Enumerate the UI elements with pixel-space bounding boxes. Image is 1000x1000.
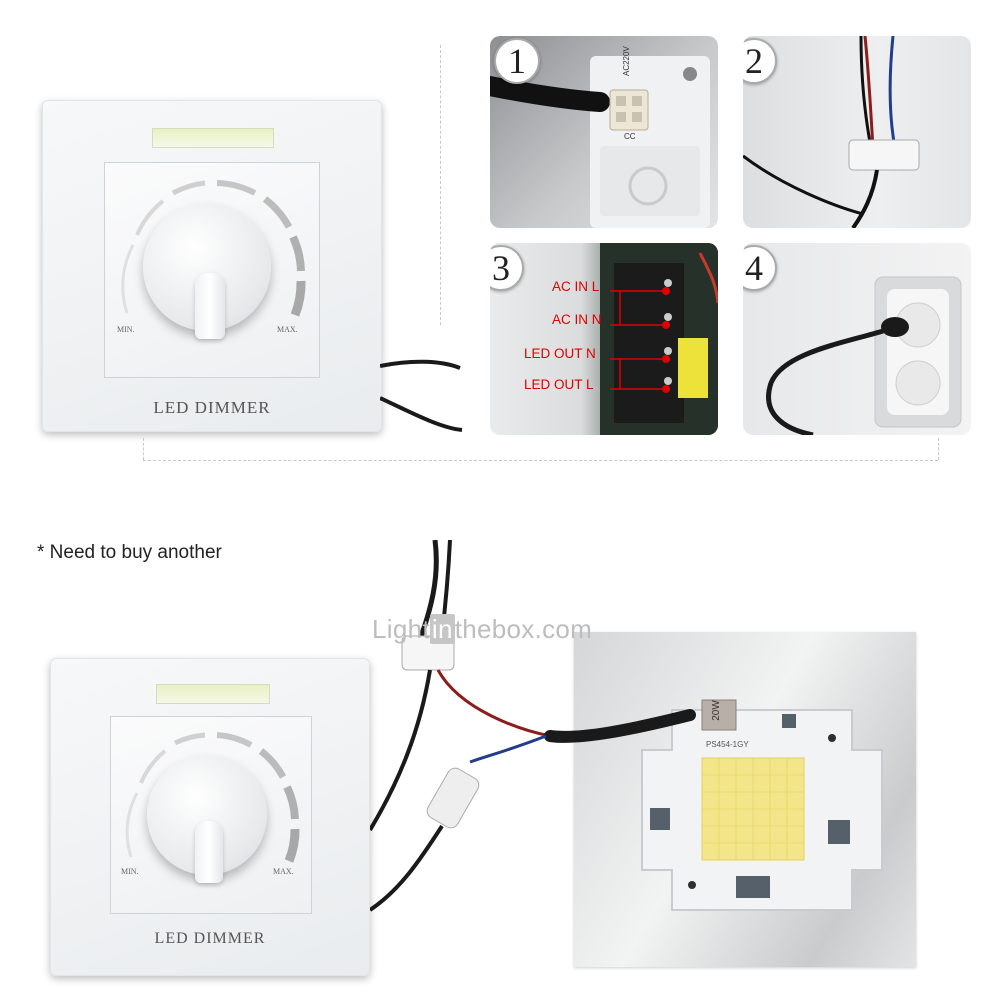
led-module-board [641,699,883,911]
step-1-scene [490,56,710,228]
bracket-right [938,438,939,460]
step-4-scene [766,276,962,435]
bracket-left [143,438,144,460]
step-3-photo: AC IN L AC IN N LED OUT N LED OUT L 3 [490,243,718,435]
top-dimmer-indicator-window [152,128,274,148]
step-4-photo: 4 [743,243,971,435]
top-dimmer-knob-grip[interactable] [195,273,225,339]
step-1-badge: 1 [494,38,540,84]
led-pcb-text: PS454-1GY [706,740,749,749]
watermark-boxed: in [429,614,455,644]
bottom-dimmer-name-label: LED DIMMER [154,930,266,947]
top-divider-line [440,45,441,325]
step-2-photo: 2 [743,36,971,228]
top-dimmer-inner-plate: MIN. MAX. [104,162,320,378]
step-3-label-led-out-l: LED OUT L [524,377,594,392]
bottom-dimmer-inner-plate: MIN. MAX. [110,716,312,914]
bottom-dimmer-indicator-window [156,684,270,704]
step-3-label-led-out-n: LED OUT N [524,346,596,361]
top-dimmer-min-label: MIN. [117,325,135,334]
top-dimmer-name-label: LED DIMMER [153,398,271,417]
watermark-suffix: thebox.com [454,614,593,644]
step-2-scene [743,36,920,228]
step-1-board-text-cc: CC [624,132,636,141]
step-1-board-text-ac: AC220V [622,46,631,76]
bottom-wiring [368,540,696,912]
bottom-dimmer-max-label: MAX. [273,867,294,876]
step-1-photo: AC220V CC 1 [490,36,718,228]
step-3-label-ac-in-l: AC IN L [552,279,600,294]
step-3-label-ac-in-n: AC IN N [552,312,602,327]
watermark-prefix: Light [372,614,430,644]
top-dimmer-plate: MIN. MAX. LED DIMMER [42,100,382,432]
top-dimmer-max-label: MAX. [277,325,298,334]
top-dimmer-scale-arc [121,180,306,317]
top-dimmer-wires [380,359,463,432]
bracket-bottom [143,460,938,461]
store-watermark: Lightinthebox.com [372,614,592,645]
step-3-scene [600,243,718,435]
bottom-dimmer-plate: MIN. MAX. LED DIMMER [50,658,370,976]
bottom-dimmer-scale-arc [125,732,300,863]
bottom-dimmer-min-label: MIN. [121,867,139,876]
bottom-dimmer-knob-grip[interactable] [195,821,223,883]
purchase-note: * Need to buy another [37,542,222,563]
